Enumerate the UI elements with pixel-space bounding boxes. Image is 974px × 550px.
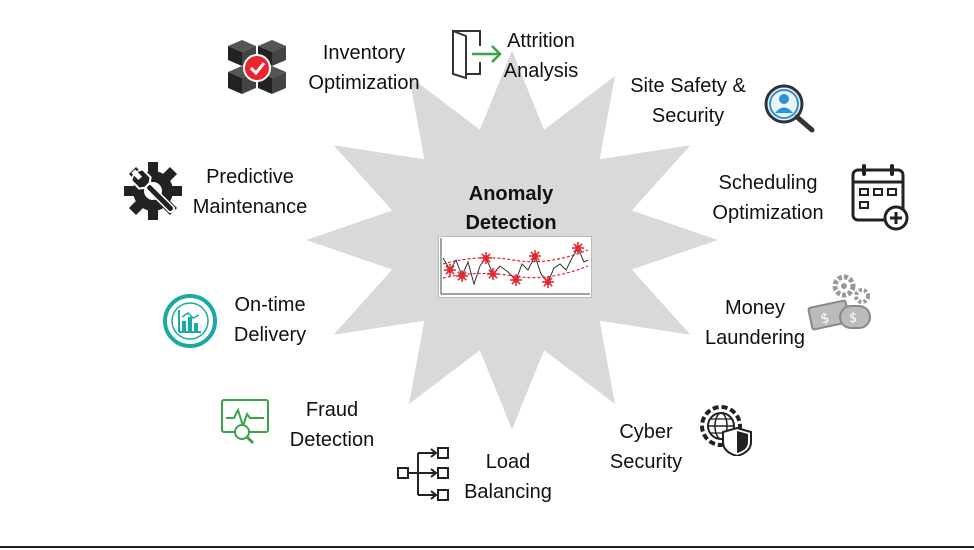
- thumbnail-frame: [438, 236, 592, 298]
- label-site-safety-line1: Site Safety &: [630, 75, 746, 97]
- gear-wrench-icon: [124, 162, 182, 220]
- label-fraud-line1: Fraud: [305, 399, 359, 421]
- thumbnail-anomaly-markers: [444, 242, 584, 288]
- person-search-icon: [764, 84, 815, 133]
- anomaly-marker: [529, 250, 541, 262]
- label-ontime: On-time Delivery: [234, 290, 306, 350]
- label-fraud: Fraud Detection: [290, 395, 375, 455]
- anomaly-marker: [456, 270, 468, 282]
- label-inventory: Inventory Optimization: [308, 38, 419, 98]
- label-money: Money Laundering: [705, 293, 805, 353]
- center-title-line2: Detection: [465, 212, 557, 234]
- globe-shield-gear-icon: [700, 405, 752, 456]
- label-scheduling-line2: Optimization: [712, 202, 824, 224]
- label-load-line2: Balancing: [464, 481, 552, 503]
- hierarchy-icon: [397, 447, 449, 501]
- label-cyber-line2: Security: [609, 451, 683, 473]
- label-predictive: Predictive Maintenance: [193, 162, 308, 222]
- anomaly-marker: [572, 242, 584, 254]
- label-money-line2: Laundering: [704, 327, 806, 349]
- anomaly-chart-thumbnail: [438, 236, 592, 298]
- label-site-safety-line2: Security: [651, 105, 725, 127]
- anomaly-marker: [480, 252, 492, 264]
- svg-text:$: $: [849, 311, 857, 326]
- center-title: Anomaly Detection: [465, 180, 556, 238]
- center-title-line1: Anomaly: [468, 183, 554, 205]
- label-attrition: Attrition Analysis: [504, 26, 578, 86]
- label-cyber: Cyber Security: [610, 417, 682, 477]
- boxes-check-icon: [228, 40, 286, 94]
- label-predictive-line2: Maintenance: [192, 196, 308, 218]
- label-scheduling: Scheduling Optimization: [712, 168, 823, 228]
- thumbnail-upper-bound: [442, 249, 589, 265]
- label-ontime-line1: On-time: [234, 294, 306, 316]
- bottom-divider: [0, 546, 974, 548]
- anomaly-marker: [510, 274, 522, 286]
- calendar-add-icon: [851, 164, 909, 231]
- label-site-safety: Site Safety & Security: [630, 71, 746, 131]
- anomaly-marker: [542, 276, 554, 288]
- label-ontime-line2: Delivery: [233, 324, 307, 346]
- label-load-line1: Load: [485, 451, 531, 473]
- label-predictive-line1: Predictive: [206, 166, 294, 188]
- money-gears-icon: $ $: [807, 274, 871, 331]
- label-fraud-line2: Detection: [289, 429, 375, 451]
- label-cyber-line1: Cyber: [619, 421, 673, 443]
- chart-circle-icon: [163, 294, 217, 348]
- thumbnail-series: [442, 246, 589, 286]
- label-inventory-line1: Inventory: [322, 42, 406, 64]
- label-inventory-line2: Optimization: [308, 72, 420, 94]
- label-scheduling-line1: Scheduling: [718, 172, 818, 194]
- label-money-line1: Money: [724, 297, 786, 319]
- anomaly-marker: [444, 264, 456, 276]
- svg-text:$: $: [819, 310, 831, 328]
- exit-door-icon: [452, 29, 502, 80]
- anomaly-marker: [487, 268, 499, 280]
- label-attrition-line2: Analysis: [503, 60, 579, 82]
- monitor-search-icon: [221, 399, 269, 445]
- label-attrition-line1: Attrition: [507, 30, 575, 52]
- label-load: Load Balancing: [464, 447, 552, 507]
